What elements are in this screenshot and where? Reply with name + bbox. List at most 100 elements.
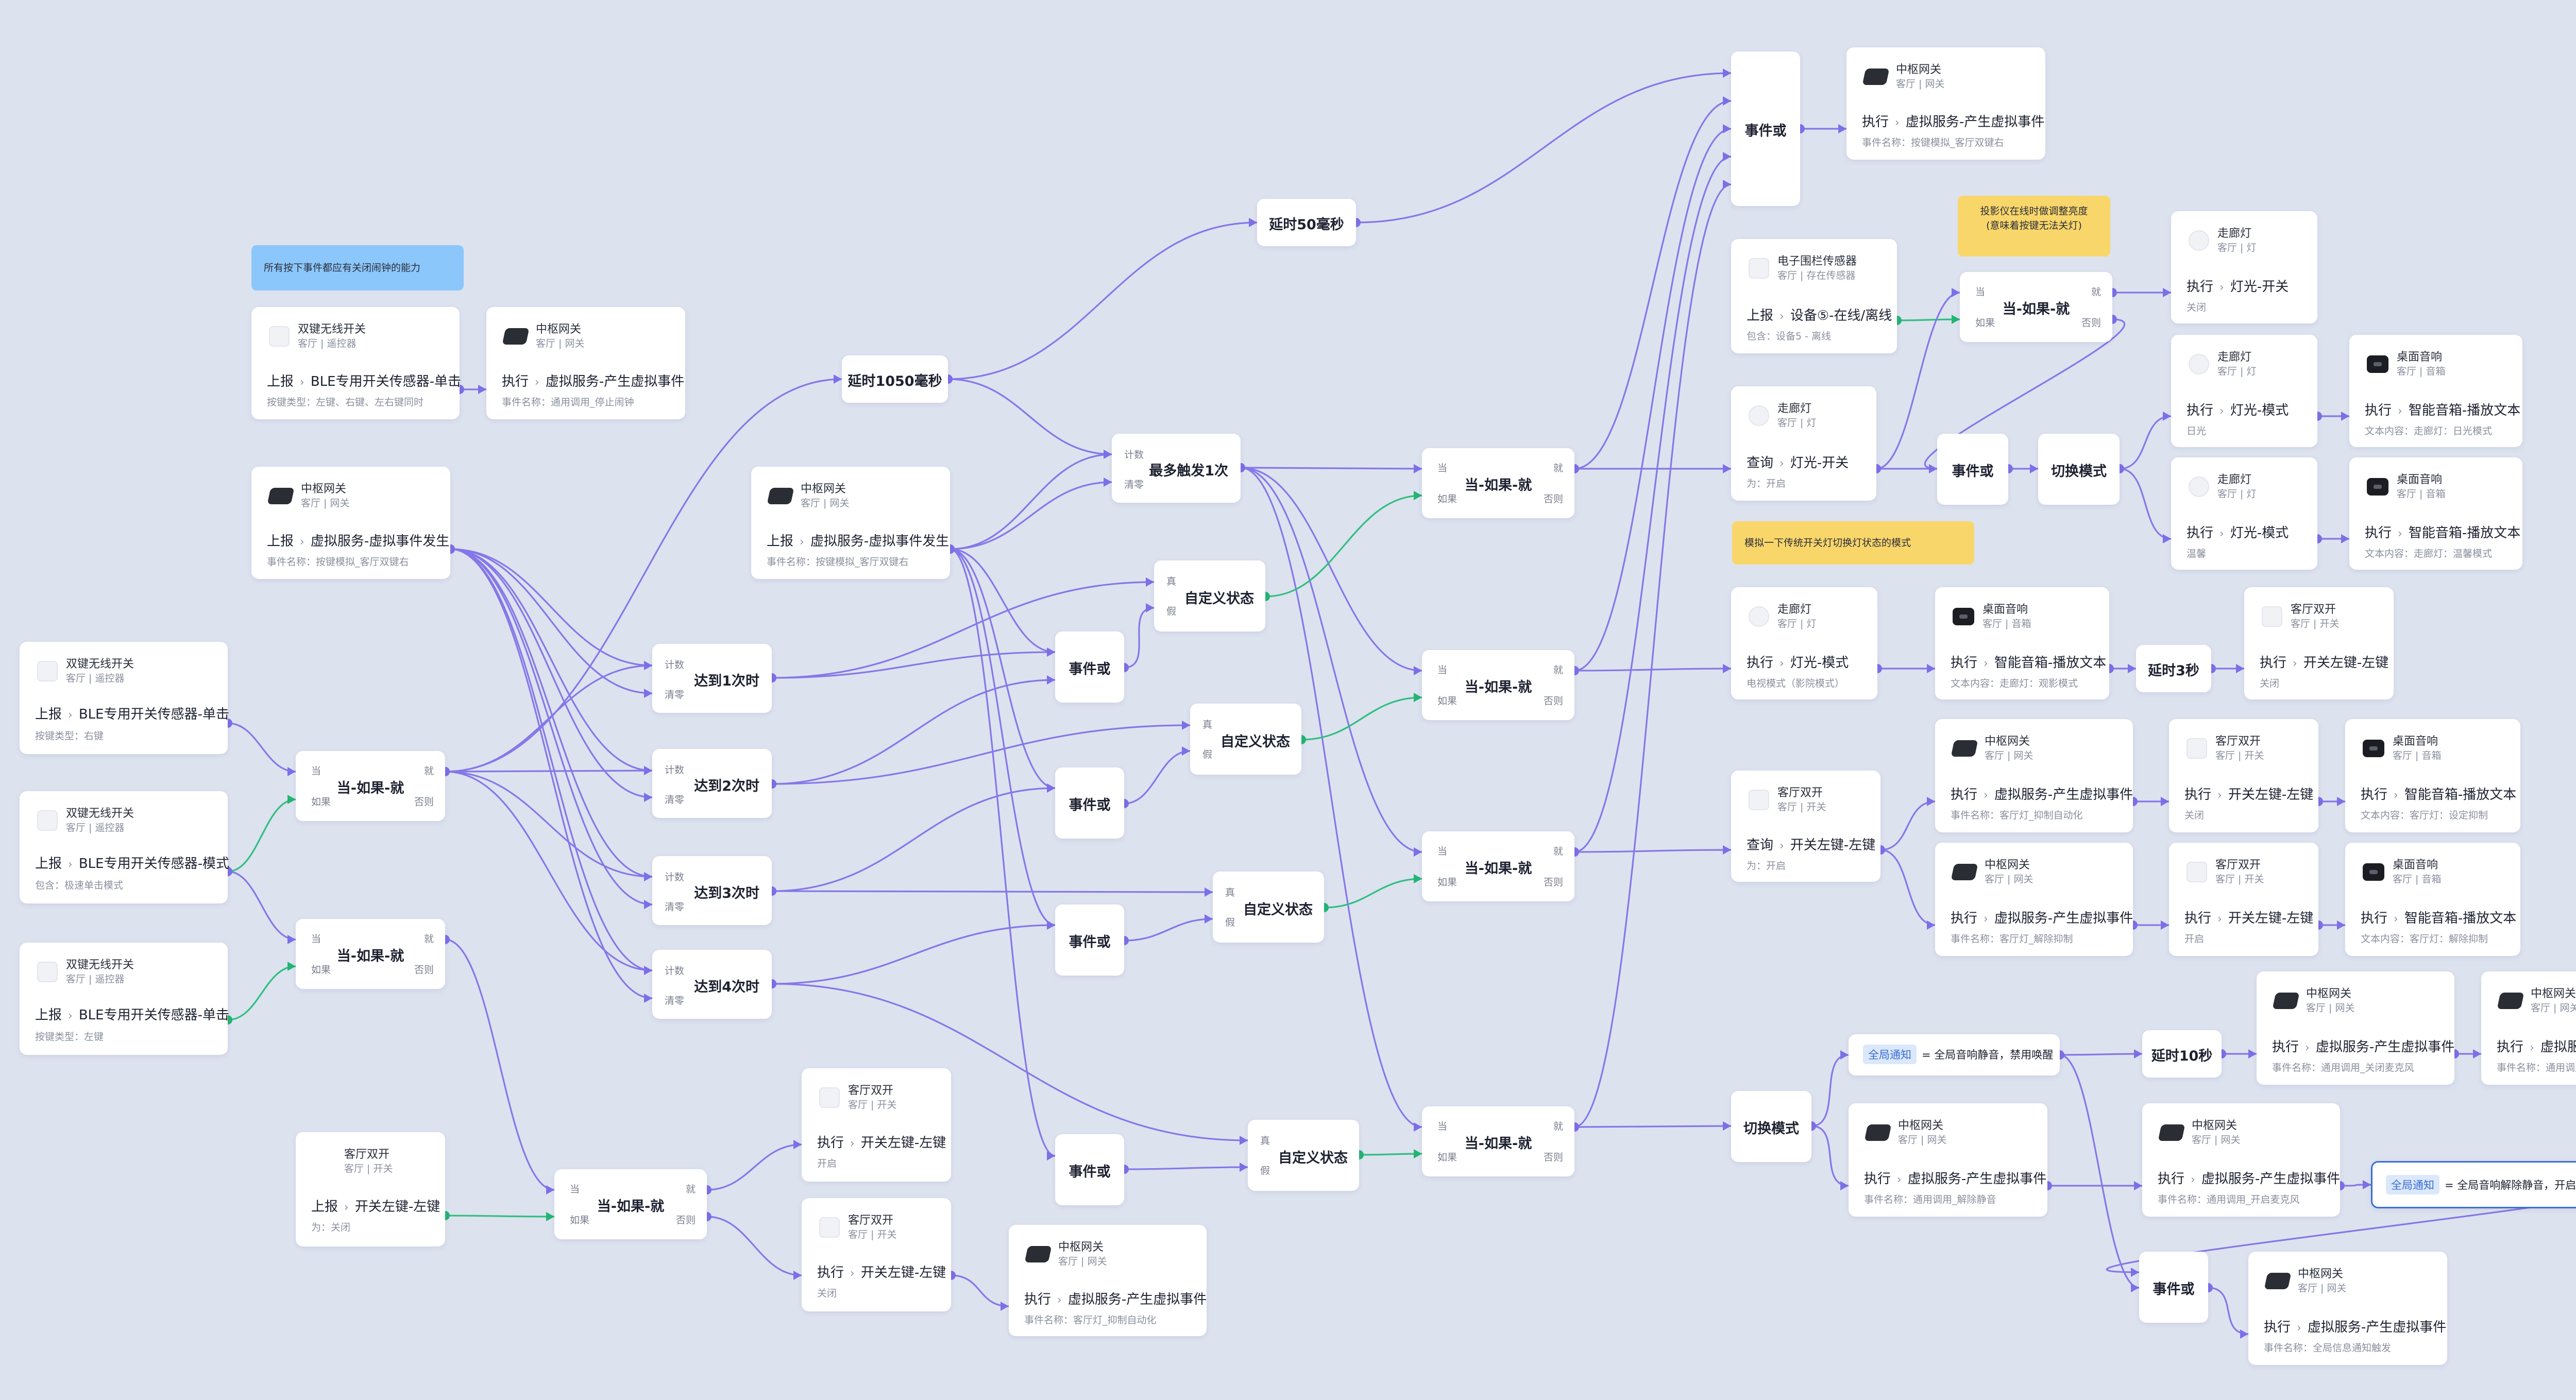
note-ble-alarm[interactable]: 所有按下事件都应有关闭闹钟的能力 — [251, 245, 464, 291]
device-card-speaker-sunlight[interactable]: 桌面音响 客厅 | 音箱 执行›智能音箱-播放文本 文本内容：走廊灯：日光模式 — [2349, 335, 2522, 447]
device-card-dual-switch-left[interactable]: 双键无线开关 客厅 | 遥控器 上报›BLE专用开关传感器-单击 按键类型：左键 — [20, 943, 229, 1055]
control-node-reach1[interactable]: 计数清零达到1次时 — [652, 644, 772, 713]
device-card-ble-lmr[interactable]: 双键无线开关 客厅 | 遥控器 上报›BLE专用开关传感器-单击 按键类型：左键… — [251, 307, 461, 419]
device-card-corridor-query[interactable]: 走廊灯 客厅 | 灯 查询›灯光-开关 为：开启 — [1731, 386, 1876, 501]
control-node-or3[interactable]: 事件或 — [1055, 904, 1124, 976]
device-card-living-dual-close-3[interactable]: 客厅双开 客厅 | 开关 执行›开关左键-左键 关闭 — [2169, 719, 2318, 832]
wire — [1811, 1054, 1849, 1127]
control-node-or2[interactable]: 事件或 — [1055, 767, 1124, 839]
control-node-d1050[interactable]: 延时1050毫秒 — [842, 355, 948, 403]
device-card-fence-sensor[interactable]: 电子围栏传感器 客厅 | 存在传感器 上报›设备⑤-在线/离线 包含：设备5 -… — [1731, 239, 1897, 353]
control-node-d50[interactable]: 延时50毫秒 — [1257, 199, 1356, 246]
device-card-hub-close-mic[interactable]: 中枢网关 客厅 | 网关 执行›虚拟服务-产生虚拟事件 事件名称：通用调用_关闭… — [2257, 971, 2454, 1085]
device-card-living-dual-report[interactable]: 客厅双开 客厅 | 开关 上报›开关左键-左键 为：关闭 — [296, 1132, 445, 1247]
control-node-sw2[interactable]: 切换模式 — [1731, 1091, 1811, 1162]
note-projector[interactable]: 投影仪在线时做调整亮度 (意味着按键无法关灯) — [1958, 196, 2110, 257]
variable-mute-node[interactable]: 全局通知= 全局音响静音，禁用唤醒 — [1849, 1034, 2060, 1075]
port-label-else: 否则 — [1543, 695, 1563, 707]
device-card-dual-switch-right[interactable]: 双键无线开关 客厅 | 遥控器 上报›BLE专用开关传感器-单击 按键类型：右键 — [20, 642, 229, 754]
device-card-speaker-warm[interactable]: 桌面音响 客厅 | 音箱 执行›智能音箱-播放文本 文本内容：走廊灯：温馨模式 — [2349, 457, 2522, 570]
control-node-once[interactable]: 计数清零最多触发1次 — [1112, 434, 1241, 503]
device-card-speaker-viewing[interactable]: 桌面音响 客厅 | 音箱 执行›智能音箱-播放文本 文本内容：走廊灯：观影模式 — [1935, 587, 2109, 699]
control-node-d3s[interactable]: 延时3秒 — [2136, 645, 2211, 692]
chevron-right-icon: › — [1780, 657, 1784, 670]
action-verb: 执行 — [2272, 1039, 2299, 1055]
control-node-wit-r[interactable]: 当如果就否则当-如果-就 — [1960, 272, 2112, 342]
gateway-icon — [2158, 1124, 2185, 1141]
device-card-corridor-sunlight[interactable]: 走廊灯 客厅 | 灯 执行›灯光-模式 日光 — [2171, 335, 2317, 447]
device-card-hub-stop-alarm[interactable]: 中枢网关 客厅 | 网关 执行›虚拟服务-产生虚拟事件 事件名称：通用调用_停止… — [486, 307, 685, 419]
control-node-wit-2[interactable]: 当如果就否则当-如果-就 — [1422, 650, 1574, 720]
control-node-cs4[interactable]: 真假自定义状态 — [1248, 1120, 1359, 1191]
action-detail: 文本内容：客厅灯：解除抑制 — [2361, 933, 2488, 945]
wire — [450, 548, 653, 878]
control-node-wit-c[interactable]: 当如果就否则当-如果-就 — [554, 1169, 707, 1239]
device-card-living-dual-close-2[interactable]: 客厅双开 客厅 | 开关 执行›开关左键-左键 关闭 — [2244, 587, 2394, 699]
device-card-corridor-tv[interactable]: 走廊灯 客厅 | 灯 执行›灯光-模式 电视模式（影院模式） — [1731, 587, 1877, 699]
device-card-hub-suppress[interactable]: 中枢网关 客厅 | 网关 执行›虚拟服务-产生虚拟事件 事件名称：客厅灯_抑制自… — [1009, 1225, 1207, 1336]
wire-arrow — [1414, 464, 1422, 473]
control-node-reach2[interactable]: 计数清零达到2次时 — [652, 749, 772, 818]
port-label-false: 假 — [1202, 749, 1213, 760]
device-card-living-dual-close[interactable]: 客厅双开 客厅 | 开关 执行›开关左键-左键 关闭 — [802, 1198, 951, 1311]
action-detail: 文本内容：客厅灯：设定抑制 — [2361, 810, 2488, 821]
device-card-corridor-warm[interactable]: 走廊灯 客厅 | 灯 执行›灯光-模式 温馨 — [2171, 457, 2317, 570]
control-title: 当-如果-就 — [1464, 477, 1532, 493]
control-node-wit-4[interactable]: 当如果就否则当-如果-就 — [1422, 1106, 1574, 1176]
control-node-or-top[interactable]: 事件或 — [1731, 52, 1800, 206]
control-title: 事件或 — [1069, 797, 1111, 813]
device-card-living-dual-query[interactable]: 客厅双开 客厅 | 开关 查询›开关左键-左键 为：开启 — [1731, 771, 1880, 882]
device-card-hub-open-mic[interactable]: 中枢网关 客厅 | 网关 执行›虚拟服务-产生虚拟事件 事件名称：通用调用_开启… — [2142, 1103, 2340, 1217]
device-card-living-dual-open[interactable]: 客厅双开 客厅 | 开关 执行›开关左键-左键 开启 — [802, 1068, 951, 1182]
port-label-if: 如果 — [1437, 1152, 1458, 1163]
device-card-hub-mute[interactable]: 中枢网关 客厅 | 网关 执行›虚拟服务-产生虚拟事件 事件名称：通用调用_音响… — [2481, 971, 2576, 1085]
device-card-speaker-set-suppress[interactable]: 桌面音响 客厅 | 音箱 执行›智能音箱-播放文本 文本内容：客厅灯：设定抑制 — [2345, 719, 2520, 832]
action-name: 智能音箱-播放文本 — [2404, 787, 2517, 803]
action-verb: 执行 — [817, 1265, 844, 1281]
action-name: 虚拟服务-虚拟事件发生 — [810, 534, 950, 549]
wire-arrow — [644, 661, 652, 670]
wire — [450, 548, 653, 694]
action-detail: 事件名称：全局信息通知触发 — [2264, 1342, 2392, 1354]
device-card-dual-switch-mode[interactable]: 双键无线开关 客厅 | 遥控器 上报›BLE专用开关传感器-模式 包含：极速单击… — [20, 791, 229, 903]
port-label-when: 当 — [570, 1184, 580, 1195]
control-node-reach4[interactable]: 计数清零达到4次时 — [652, 950, 772, 1019]
wire-arrow — [1723, 152, 1731, 161]
control-node-or4[interactable]: 事件或 — [1055, 1134, 1124, 1205]
port-label-true: 真 — [1202, 719, 1213, 730]
device-card-hub-suppress-2[interactable]: 中枢网关 客厅 | 网关 执行›虚拟服务-产生虚拟事件 事件名称：客厅灯_抑制自… — [1935, 719, 2133, 832]
control-node-cs2[interactable]: 真假自定义状态 — [1190, 704, 1301, 775]
port-label-then: 就 — [423, 765, 434, 777]
control-node-reach3[interactable]: 计数清零达到3次时 — [652, 856, 772, 925]
control-node-cs3[interactable]: 真假自定义状态 — [1213, 872, 1324, 943]
control-node-wit-a[interactable]: 当如果就否则当-如果-就 — [296, 751, 445, 821]
control-title: 自定义状态 — [1243, 902, 1313, 918]
gateway-icon — [1864, 1124, 1892, 1141]
control-node-or-bot[interactable]: 事件或 — [2139, 1252, 2208, 1323]
device-card-living-dual-open-2[interactable]: 客厅双开 客厅 | 开关 执行›开关左键-左键 开启 — [2169, 843, 2318, 956]
control-title: 延时1050毫秒 — [848, 373, 942, 389]
chevron-right-icon: › — [1984, 913, 1988, 926]
device-card-corridor-off[interactable]: 走廊灯 客厅 | 灯 执行›灯光-开关 关闭 — [2171, 211, 2317, 323]
device-card-hub-top[interactable]: 中枢网关 客厅 | 网关 执行›虚拟服务-产生虚拟事件 事件名称：按键模拟_客厅… — [1846, 47, 2045, 160]
device-card-hub-global-notify[interactable]: 中枢网关 客厅 | 网关 执行›虚拟服务-产生虚拟事件 事件名称：全局信息通知触… — [2248, 1252, 2447, 1365]
control-node-wit-3[interactable]: 当如果就否则当-如果-就 — [1422, 831, 1574, 901]
wire-arrow — [1047, 675, 1055, 685]
control-node-cs1[interactable]: 真假自定义状态 — [1154, 560, 1265, 631]
control-node-wit-1[interactable]: 当如果就否则当-如果-就 — [1422, 448, 1574, 518]
device-card-hub-virtual-event-2[interactable]: 中枢网关 客厅 | 网关 上报›虚拟服务-虚拟事件发生 事件名称：按键模拟_客厅… — [751, 467, 950, 579]
device-name: 桌面音响 — [2393, 859, 2438, 872]
device-card-speaker-release[interactable]: 桌面音响 客厅 | 音箱 执行›智能音箱-播放文本 文本内容：客厅灯：解除抑制 — [2345, 843, 2520, 956]
device-card-hub-release[interactable]: 中枢网关 客厅 | 网关 执行›虚拟服务-产生虚拟事件 事件名称：客厅灯_解除抑… — [1935, 843, 2133, 956]
control-node-wit-b[interactable]: 当如果就否则当-如果-就 — [296, 919, 445, 989]
control-node-sw1[interactable]: 切换模式 — [2038, 434, 2120, 505]
control-node-or1[interactable]: 事件或 — [1055, 631, 1124, 703]
control-node-or-mid[interactable]: 事件或 — [1937, 434, 2008, 505]
control-title: 当-如果-就 — [597, 1199, 665, 1215]
control-node-d10s[interactable]: 延时10秒 — [2142, 1030, 2222, 1078]
device-card-hub-virtual-event-1[interactable]: 中枢网关 客厅 | 网关 上报›虚拟服务-虚拟事件发生 事件名称：按键模拟_客厅… — [251, 467, 450, 579]
device-card-hub-unmute[interactable]: 中枢网关 客厅 | 网关 执行›虚拟服务-产生虚拟事件 事件名称：通用调用_解除… — [1849, 1103, 2047, 1217]
variable-unmute-node[interactable]: 全局通知= 全局音响解除静音，开启唤醒 — [2371, 1161, 2576, 1208]
note-simulate[interactable]: 模拟一下传统开关灯切换灯状态的模式 — [1732, 521, 1974, 565]
